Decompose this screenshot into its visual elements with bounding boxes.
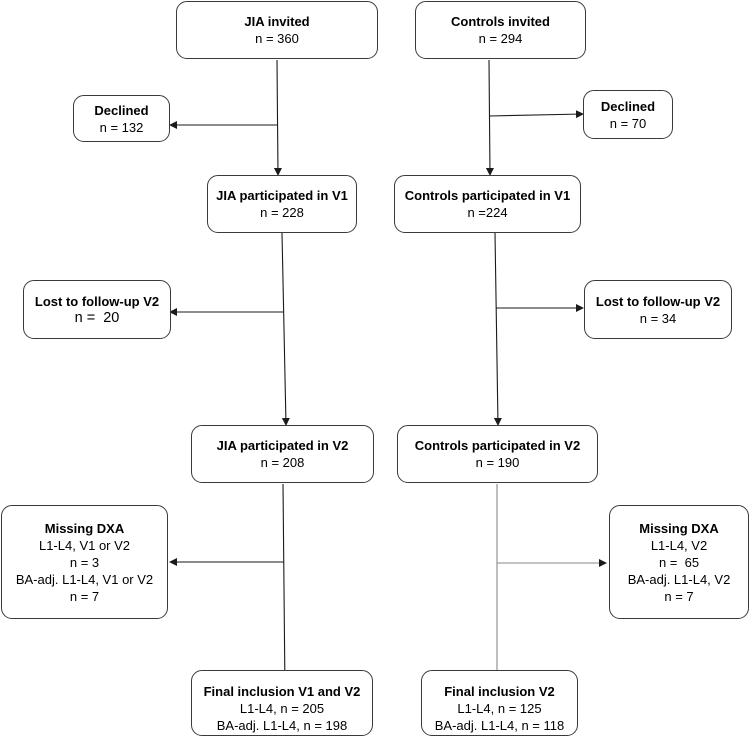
jia-missing-dxa-line-4: n = 7 (69, 588, 100, 604)
arrow-controls-invited-to-v1 (485, 59, 494, 176)
controls-invited-n: n = 294 (478, 31, 523, 46)
controls-declined-n: n = 70 (609, 115, 647, 131)
jia-invited-title: JIA invited (244, 14, 310, 29)
jia-missing-dxa-title: Missing DXA (44, 520, 125, 536)
jia-lost-box: Lost to follow-up V2 n = 20 (23, 280, 171, 339)
controls-missing-dxa-line-1: L1-L4, V2 (650, 537, 708, 553)
jia-v1-n: n = 228 (260, 205, 304, 220)
jia-missing-dxa-line-2: n = 3 (69, 554, 100, 570)
jia-lost-title: Lost to follow-up V2 (34, 293, 160, 309)
jia-missing-dxa-line-3: BA-adj. L1-L4, V1 or V2 (15, 571, 154, 587)
jia-final-inclusion-line-1: L1-L4, n = 205 (239, 700, 325, 716)
jia-final-inclusion-box: Final inclusion V1 and V2 L1-L4, n = 205… (191, 670, 373, 736)
controls-v2-title: Controls participated in V2 (414, 438, 581, 453)
controls-missing-dxa-line-4: n = 7 (664, 588, 694, 604)
arrow-controls-v1-to-v2 (493, 232, 502, 426)
jia-final-inclusion-title: Final inclusion V1 and V2 (203, 683, 361, 699)
arrow-jia-v1-to-v2 (281, 232, 290, 426)
controls-missing-dxa-title: Missing DXA (639, 520, 719, 536)
arrow-controls-declined (488, 110, 584, 119)
jia-missing-dxa-box: Missing DXA L1-L4, V1 or V2 n = 3 BA-adj… (1, 505, 168, 619)
jia-declined-n: n = 132 (99, 119, 144, 135)
jia-final-inclusion-line-2: BA-adj. L1-L4, n = 198 (216, 717, 348, 733)
controls-v1-title: Controls participated in V1 (404, 188, 571, 203)
jia-v1-box: JIA participated in V1 n = 228 (207, 175, 357, 233)
controls-final-inclusion-box: Final inclusion V2 L1-L4, n = 125 BA-adj… (421, 670, 578, 736)
jia-invited-n: n = 360 (255, 31, 299, 46)
controls-v2-box: Controls participated in V2 n = 190 (397, 425, 598, 483)
controls-final-inclusion-line-2: BA-adj. L1-L4, n = 118 (434, 717, 565, 733)
controls-v1-n: n =224 (467, 205, 508, 220)
controls-missing-dxa-line-3: BA-adj. L1-L4, V2 (627, 571, 731, 587)
controls-missing-dxa-box: Missing DXA L1-L4, V2 n = 65 BA-adj. L1-… (609, 505, 749, 619)
jia-missing-dxa-line-1: L1-L4, V1 or V2 (38, 537, 131, 553)
jia-lost-n: n = 20 (74, 309, 120, 326)
jia-invited-box: JIA invited n = 360 (176, 1, 378, 59)
jia-v2-n: n = 208 (260, 455, 305, 470)
jia-v2-box: JIA participated in V2 n = 208 (191, 425, 374, 483)
controls-invited-box: Controls invited n = 294 (415, 1, 586, 59)
arrow-jia-invited-to-v1 (273, 59, 282, 176)
controls-final-inclusion-line-1: L1-L4, n = 125 (457, 700, 542, 716)
controls-v1-box: Controls participated in V1 n =224 (394, 175, 581, 233)
controls-invited-title: Controls invited (451, 14, 550, 29)
controls-missing-dxa-line-2: n = 65 (658, 554, 700, 570)
controls-v2-n: n = 190 (475, 455, 520, 470)
controls-lost-box: Lost to follow-up V2 n = 34 (584, 280, 732, 339)
jia-v2-title: JIA participated in V2 (216, 438, 349, 453)
controls-declined-title: Declined (600, 98, 656, 114)
controls-declined-box: Declined n = 70 (583, 90, 673, 139)
controls-lost-title: Lost to follow-up V2 (595, 293, 721, 309)
arrow-jia-v2-to-final (280, 483, 289, 694)
jia-declined-title: Declined (94, 102, 149, 118)
controls-lost-n: n = 34 (639, 310, 677, 326)
jia-v1-title: JIA participated in V1 (216, 188, 348, 203)
controls-final-inclusion-title: Final inclusion V2 (444, 683, 555, 699)
jia-declined-box: Declined n = 132 (73, 95, 170, 142)
